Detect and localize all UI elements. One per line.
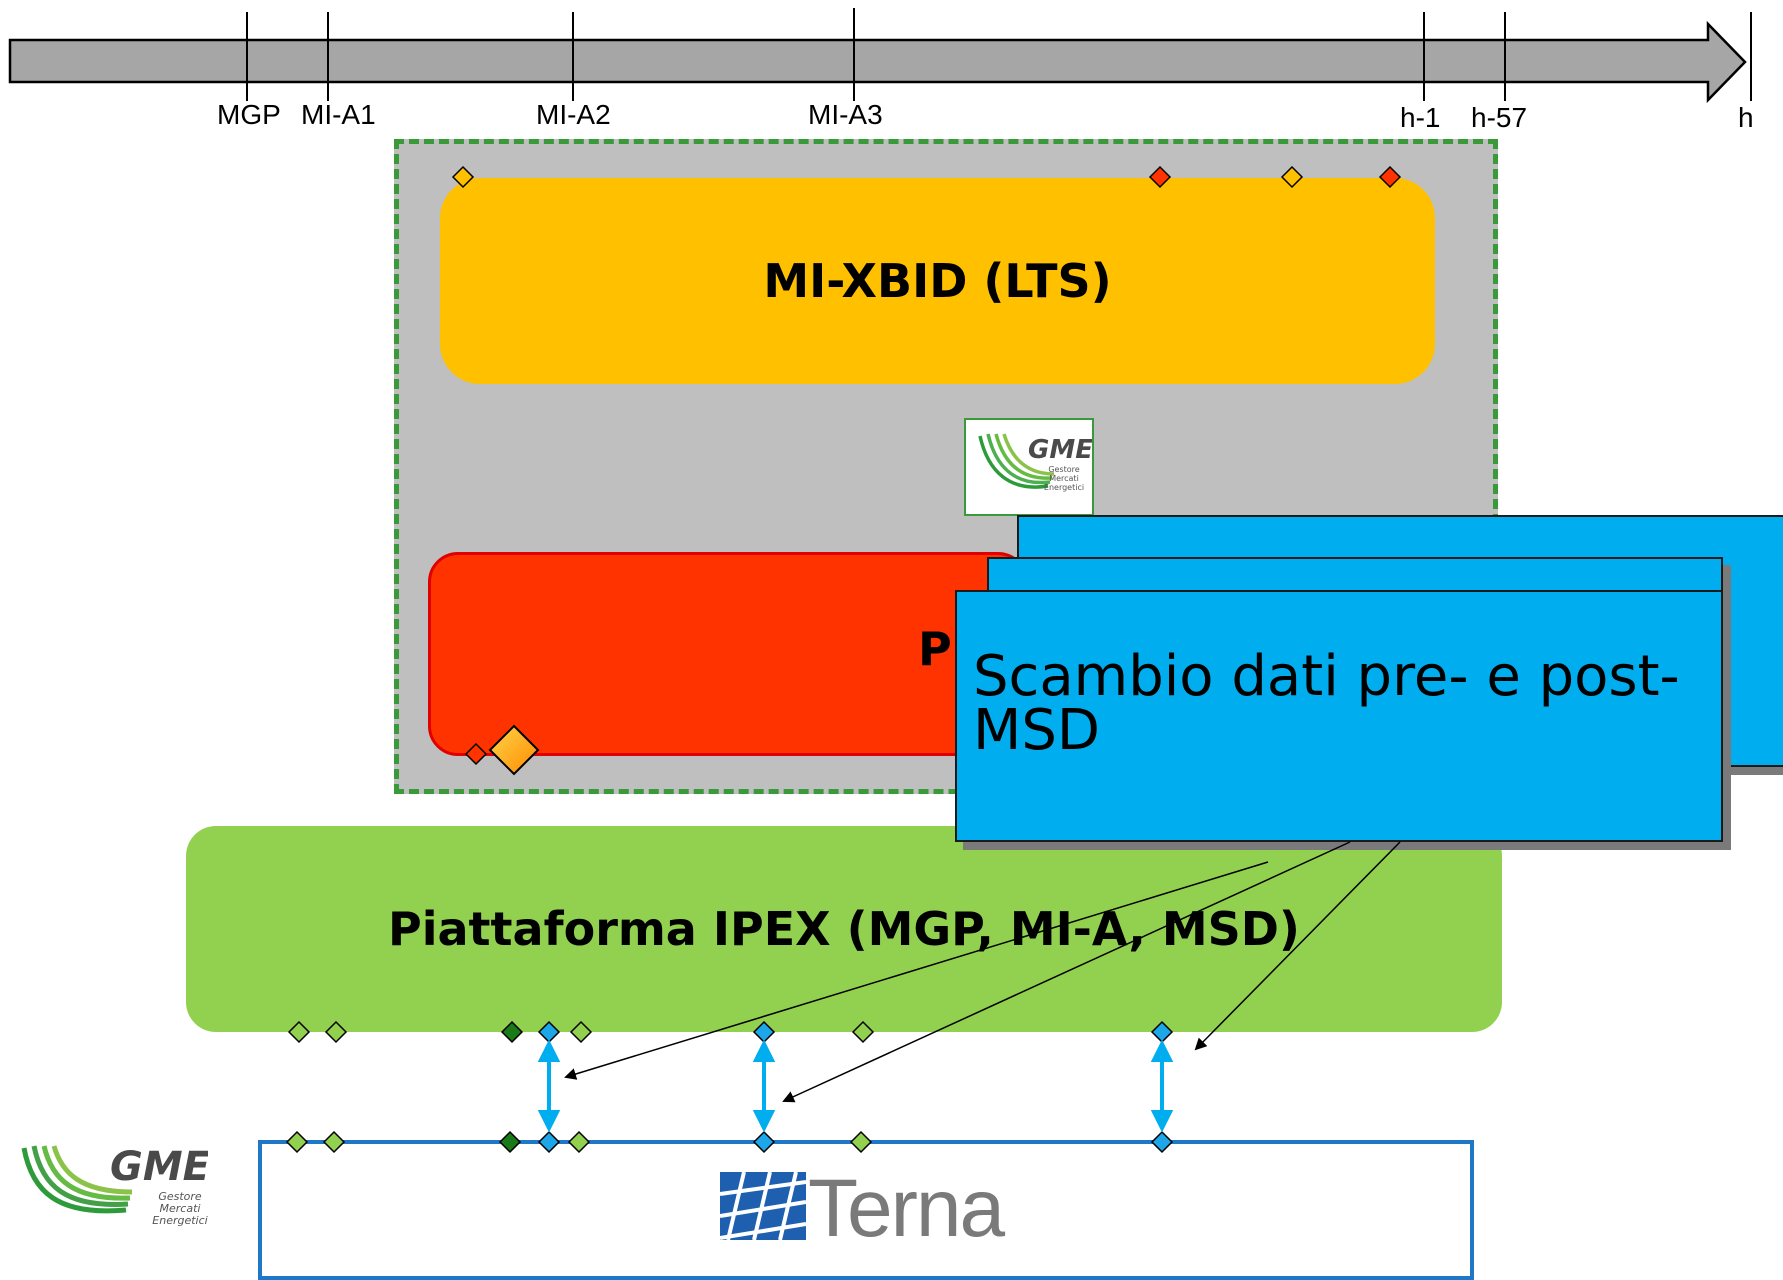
data-exchange-card-text: Scambio dati pre- e post- MSD xyxy=(973,644,1680,763)
gme-card-sub3: Energetici xyxy=(1044,483,1084,492)
data-exchange-card xyxy=(955,590,1723,842)
gme-logo: GME Gestore Mercati Energetici xyxy=(21,1144,208,1227)
red-platform-title: P xyxy=(918,622,952,676)
gme-logo-sub1: Gestore xyxy=(158,1190,202,1203)
timeline-arrow xyxy=(8,20,1747,104)
timeline-label-mgp: MGP xyxy=(217,99,281,130)
gme-logo-icon: GME Gestore Mercati Energetici xyxy=(978,433,1093,492)
terna-wordmark: Terna xyxy=(808,1163,1005,1254)
xbid-platform-box: MI-XBID (LTS) xyxy=(440,178,1435,384)
timeline-label-h-1: h-1 xyxy=(1400,102,1441,133)
gme-card-sub2: Mercati xyxy=(1049,474,1079,483)
ipex-title: Piattaforma IPEX (MGP, MI-A, MSD) xyxy=(388,902,1300,956)
connector-ipex-terna xyxy=(1150,1039,1174,1133)
gme-logo-wordmark: GME xyxy=(110,1144,208,1190)
timeline-label-mi-a3: MI-A3 xyxy=(808,99,883,130)
terna-logo-icon xyxy=(720,1172,806,1240)
gme-card-wordmark: GME xyxy=(1028,435,1092,465)
connector-ipex-terna xyxy=(752,1039,776,1133)
timeline-label-h: h xyxy=(1738,102,1754,133)
gme-logo-sub3: Energetici xyxy=(152,1214,207,1227)
xbid-title: MI-XBID (LTS) xyxy=(763,254,1112,308)
connector-ipex-terna xyxy=(537,1039,561,1133)
gme-card-sub1: Gestore xyxy=(1048,465,1079,474)
timeline-label-mi-a1: MI-A1 xyxy=(301,99,376,130)
data-exchange-line-2: MSD xyxy=(973,698,1100,763)
data-exchange-line-1: Scambio dati pre- e post- xyxy=(973,644,1680,709)
timeline-label-mi-a2: MI-A2 xyxy=(536,99,611,130)
ipex-platform-box: Piattaforma IPEX (MGP, MI-A, MSD) xyxy=(186,826,1502,1032)
gme-card: GME Gestore Mercati Energetici xyxy=(964,418,1094,516)
gme-logo-sub2: Mercati xyxy=(160,1202,201,1215)
timeline xyxy=(8,8,1752,104)
timeline-label-h-57: h-57 xyxy=(1471,102,1528,133)
